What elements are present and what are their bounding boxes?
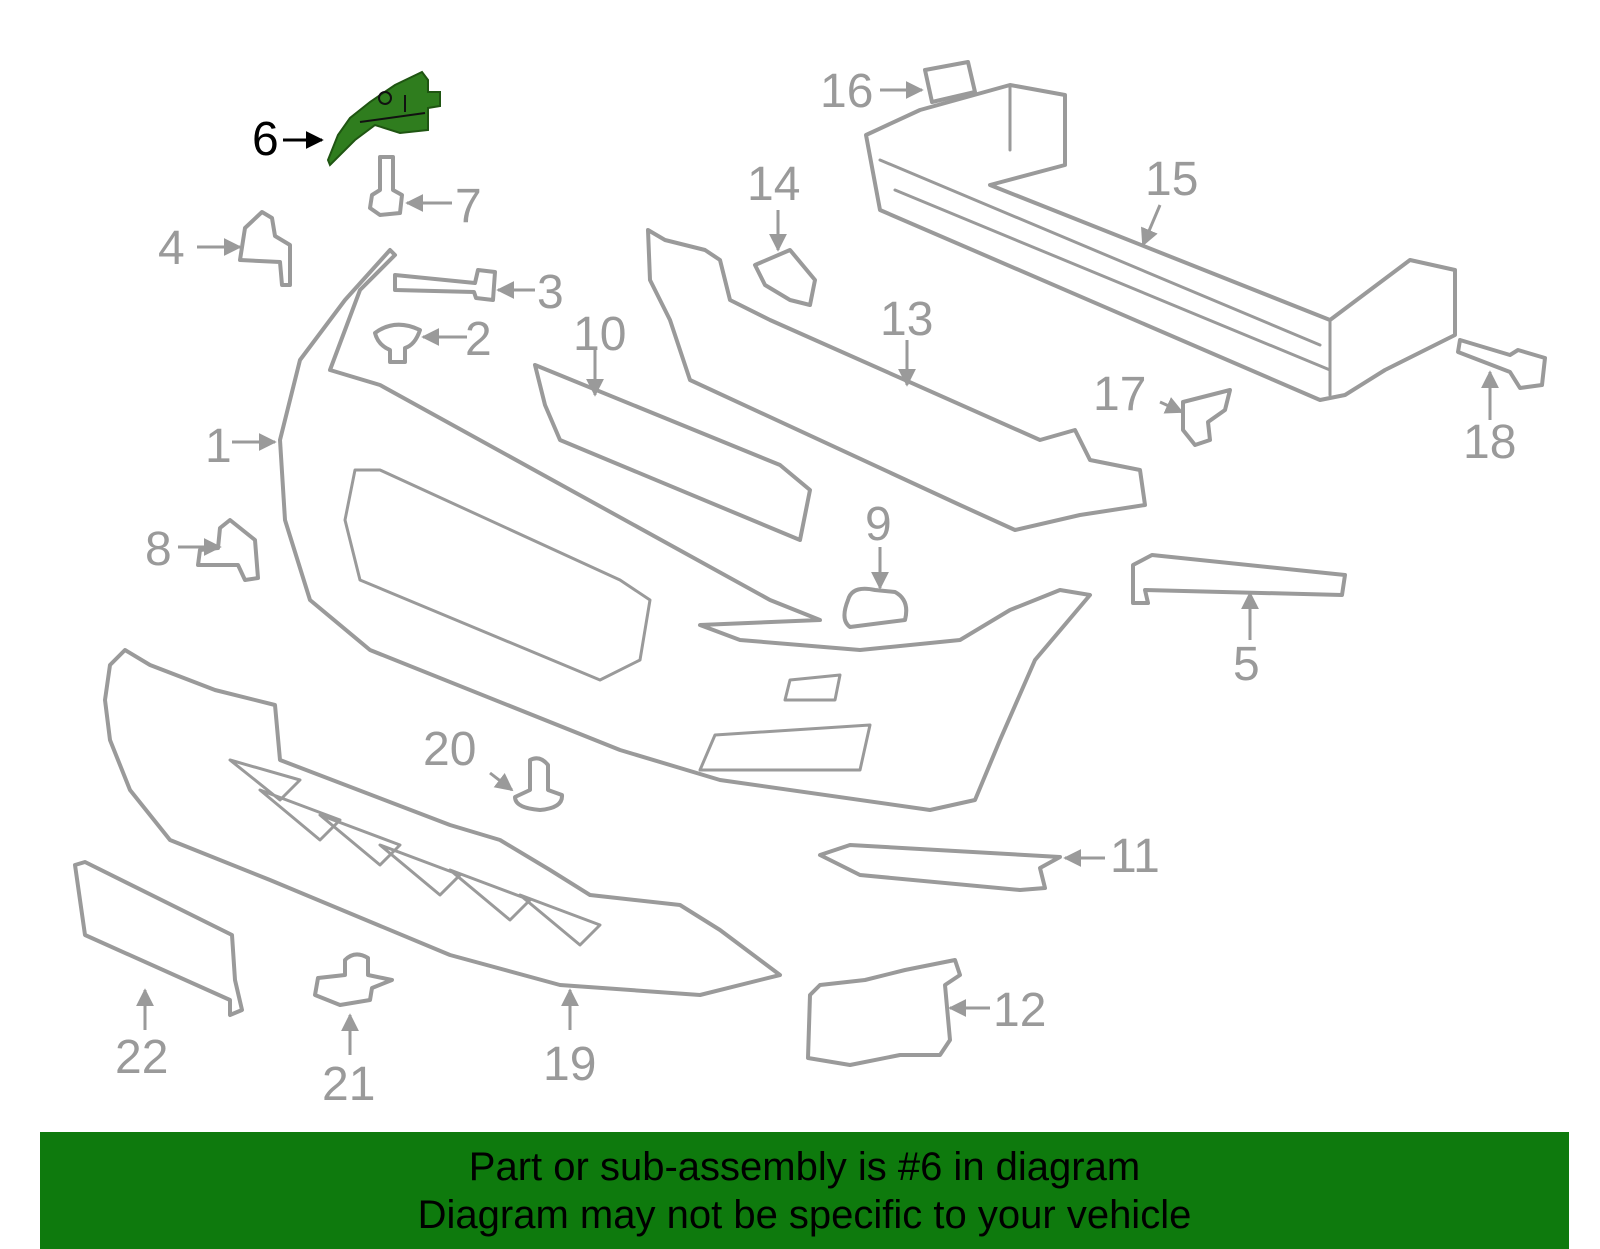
part-3-bolt [393,268,497,302]
part-22-license-bracket [73,860,244,1017]
callout-3: 3 [537,266,564,319]
callout-5: 5 [1233,638,1260,691]
part-7-bolt [368,155,404,217]
part-2-clip [373,322,422,364]
parts-diagram: 1 2 3 4 5 6 7 8 9 10 11 12 13 14 15 16 1… [73,60,1547,1111]
callout-8: 8 [145,523,172,576]
part-1-bumper-cover [278,248,1092,812]
callout-15: 15 [1145,153,1198,206]
part-18-bolt [1456,338,1547,390]
part-14-bracket [753,248,817,307]
callout-11: 11 [1110,830,1160,883]
callout-6: 6 [252,113,279,166]
callout-18: 18 [1463,416,1516,469]
callout-labels: 1 2 3 4 5 6 7 8 9 10 11 12 13 14 15 16 1… [115,65,1516,1111]
callout-19: 19 [543,1038,596,1091]
part-6-bracket-highlighted [326,70,441,167]
part-11-molding [818,843,1062,892]
callout-13: 13 [880,293,933,346]
part-10-bracket [533,363,812,542]
callout-14: 14 [747,158,800,211]
banner-line-1: Part or sub-assembly is #6 in diagram [468,1144,1141,1189]
callout-17: 17 [1093,368,1146,421]
part-20-pin [513,756,565,812]
part-4-bracket [238,210,292,287]
callout-1: 1 [205,420,232,473]
callout-12: 12 [993,984,1046,1037]
info-banner: Part or sub-assembly is #6 in diagram Di… [40,1132,1569,1249]
part-21-clip [313,952,394,1007]
banner-line-2: Diagram may not be specific to your vehi… [417,1192,1192,1237]
part-8-bracket [196,518,260,582]
part-9-cap [842,586,909,629]
callout-16: 16 [820,65,873,118]
callout-10: 10 [573,308,626,361]
part-16-pad [923,60,977,104]
callout-21: 21 [322,1058,375,1111]
part-17-pin [1181,388,1232,447]
callout-9: 9 [865,498,892,551]
part-15-reinforcement-beam [864,83,1457,402]
part-5-bracket [1131,553,1347,605]
callout-7: 7 [455,180,482,233]
leader-lines [136,81,1499,1055]
callout-4: 4 [158,222,185,275]
part-13-absorber [646,228,1147,532]
part-12-bracket [806,958,962,1067]
part-19-splash-shield [103,648,782,997]
callout-22: 22 [115,1031,168,1084]
callout-20: 20 [423,723,476,776]
callout-2: 2 [465,313,492,366]
